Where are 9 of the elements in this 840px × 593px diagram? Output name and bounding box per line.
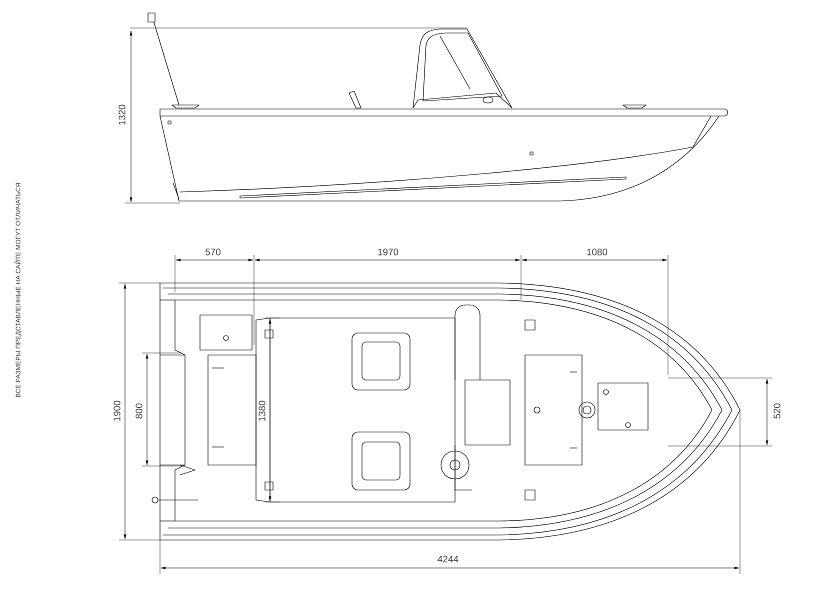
dimension-label: 570	[205, 248, 221, 256]
dimension-label: 4244	[438, 556, 458, 562]
dimension-label: 1320	[118, 104, 126, 125]
dimension-label: 1900	[114, 400, 120, 421]
dimension-label: 520	[774, 403, 780, 419]
dimension-label: 1080	[587, 248, 608, 256]
dimension-label: 1380	[258, 400, 266, 421]
dimension-label: 800	[136, 403, 142, 418]
dimension-label: 1970	[378, 248, 398, 256]
